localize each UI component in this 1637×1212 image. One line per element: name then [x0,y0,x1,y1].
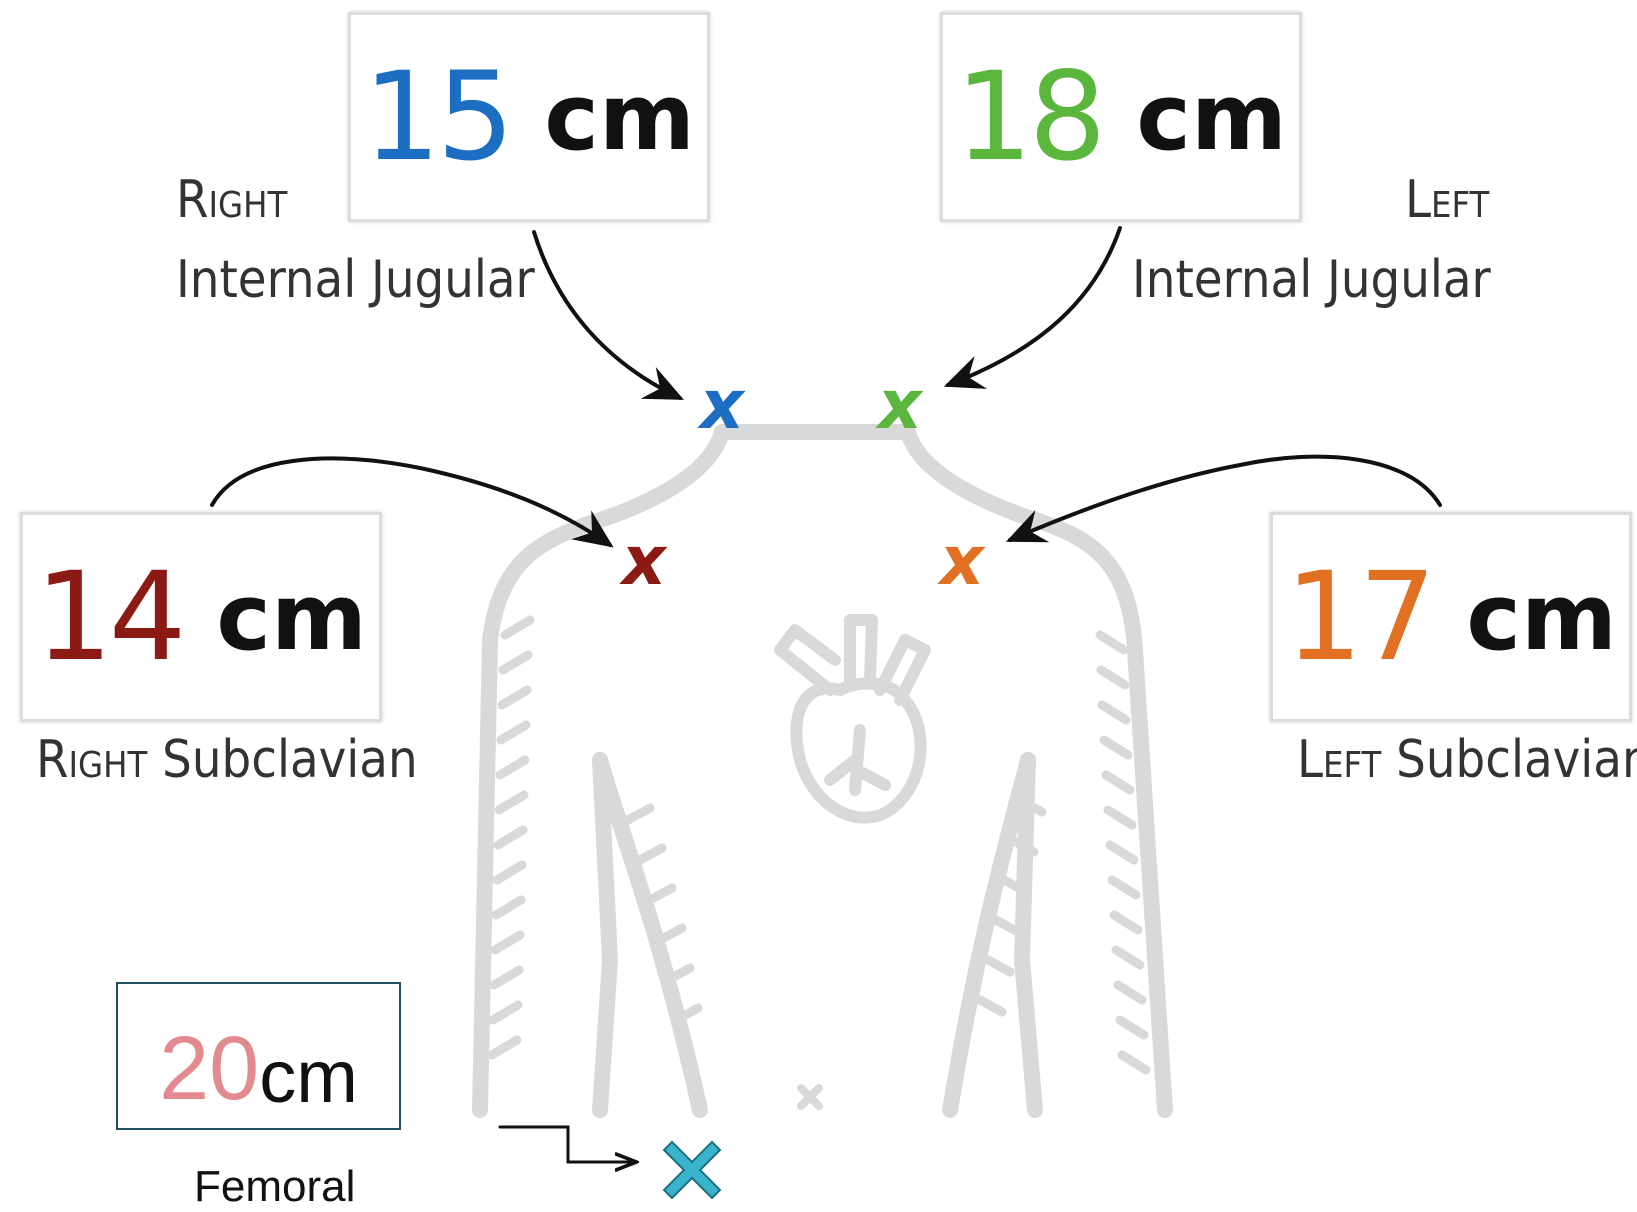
rsc-name-label: Subclavian [162,730,418,790]
lij-side-label: Left [1405,170,1490,230]
lsc-unit: cm [1466,563,1617,671]
rij-marker: x [700,366,744,445]
lij-name-label: Internal Jugular [1132,250,1491,310]
rsc-value: 14 [35,546,186,688]
lsc-marker: x [940,522,984,601]
femoral-unit: cm [259,1035,358,1118]
lij-unit: cm [1136,63,1287,171]
femoral-label: Femoral [194,1162,356,1211]
arrow-lsc [1005,454,1442,543]
lsc-label: Left Subclavian [1297,730,1637,790]
rsc-side-label: Right [36,730,148,790]
rij-value: 15 [363,46,514,188]
arrow-rsc [210,456,614,548]
lsc-side-label: Left [1297,730,1382,790]
lsc-value: 17 [1285,546,1436,688]
cross-icon [662,1140,722,1200]
femoral-value: 20 [159,1019,260,1119]
rsc-marker: x [622,522,666,601]
rij-side-label: Right [176,170,288,230]
femoral-value-box: 20 cm [116,982,401,1130]
rij-value-box: 15 cm [348,12,710,222]
lij-marker: x [878,366,922,445]
arrow-rij [532,230,684,400]
rij-name-label: Internal Jugular [176,250,535,310]
lij-value-box: 18 cm [940,12,1302,222]
rij-unit: cm [544,63,695,171]
arrow-femoral [498,1125,634,1162]
lij-value: 18 [955,46,1106,188]
lsc-name-label: Subclavian [1396,730,1637,790]
arrow-lij [943,226,1122,389]
rsc-unit: cm [216,563,367,671]
heart-icon [774,614,931,824]
lsc-value-box: 17 cm [1270,512,1632,722]
rsc-label: Right Subclavian [36,730,418,790]
rsc-value-box: 14 cm [20,512,382,722]
